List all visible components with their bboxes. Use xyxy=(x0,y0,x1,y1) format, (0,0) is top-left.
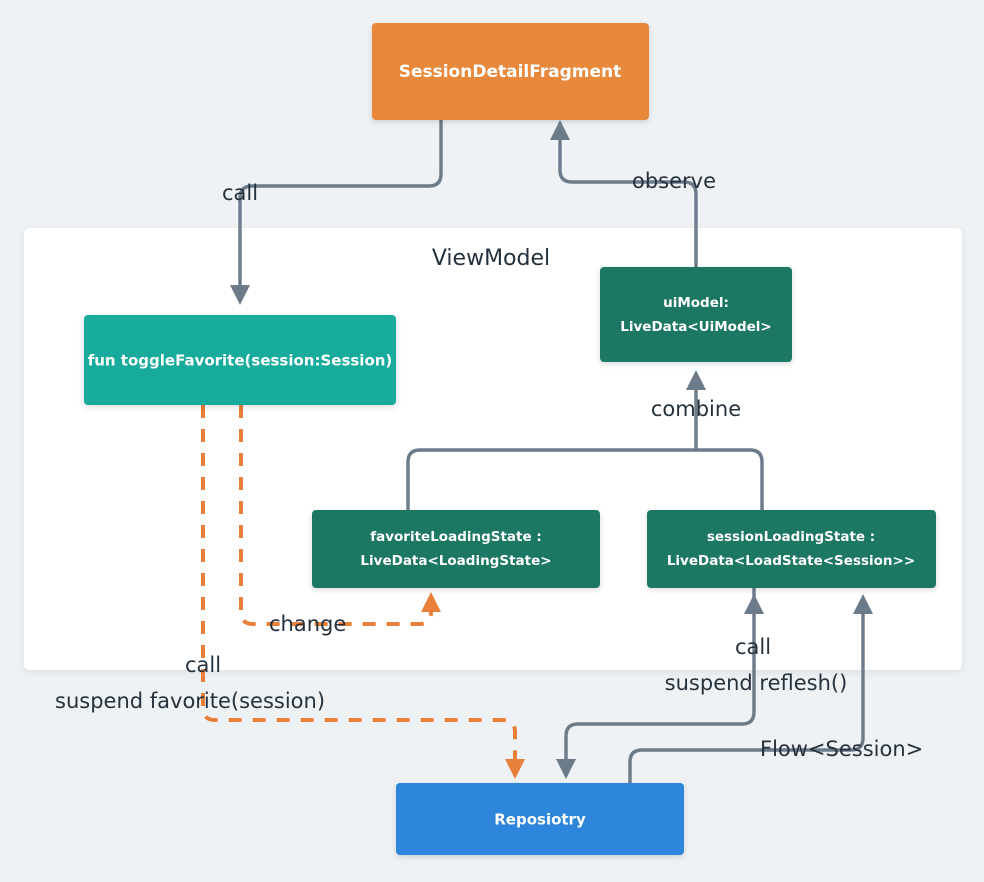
edge-label-call-favorite: call xyxy=(185,653,221,677)
node-ui-model-label-line1: uiModel: xyxy=(663,295,729,311)
node-session-detail-fragment-box[interactable] xyxy=(372,23,649,120)
node-toggle-favorite-box[interactable] xyxy=(84,315,396,405)
edge-call-toggle-favorite-path xyxy=(238,118,443,290)
edge-label-call-toggle: call xyxy=(222,181,258,205)
edge-call-suspend-refresh-path xyxy=(564,586,756,765)
node-ui-model-box[interactable] xyxy=(600,267,792,362)
edge-call-suspend-favorite: call suspend favorite(session) xyxy=(55,405,525,779)
edge-combine-from-session xyxy=(694,448,764,512)
edge-call-toggle-favorite: call xyxy=(222,118,443,305)
node-favorite-loading-state-label-line1: favoriteLoadingState : xyxy=(370,529,542,545)
node-ui-model[interactable]: uiModel: LiveData<UiModel> xyxy=(600,267,792,362)
node-session-detail-fragment[interactable]: SessionDetailFragment xyxy=(372,23,649,120)
edge-combine: combine xyxy=(406,370,764,512)
edge-change-arrowhead xyxy=(421,592,441,612)
node-session-loading-state[interactable]: sessionLoadingState : LiveData<LoadState… xyxy=(647,510,936,588)
edge-call-suspend-favorite-path xyxy=(201,405,517,763)
node-favorite-loading-state[interactable]: favoriteLoadingState : LiveData<LoadingS… xyxy=(312,510,600,588)
edge-change: change xyxy=(239,405,441,636)
edge-call-suspend-refresh-arrowhead-up xyxy=(744,594,764,614)
edge-flow-session-path xyxy=(628,604,865,785)
edge-call-suspend-favorite-arrowhead xyxy=(505,759,525,779)
node-ui-model-label-line2: LiveData<UiModel> xyxy=(620,319,771,335)
node-repository-label: Reposiotry xyxy=(494,811,586,829)
edge-observe-arrowhead xyxy=(550,120,570,140)
edge-label-flow-session: Flow<Session> xyxy=(760,737,923,761)
edge-label-observe: observe xyxy=(632,169,716,193)
node-session-loading-state-label-line1: sessionLoadingState : xyxy=(707,529,875,545)
edge-call-suspend-refresh-arrowhead-down xyxy=(556,759,576,779)
edge-label-combine: combine xyxy=(651,397,741,421)
node-session-loading-state-box[interactable] xyxy=(647,510,936,588)
node-repository[interactable]: Reposiotry xyxy=(396,783,684,855)
node-session-loading-state-label-line2: LiveData<LoadState<Session>> xyxy=(667,553,915,569)
node-favorite-loading-state-box[interactable] xyxy=(312,510,600,588)
node-repository-box[interactable] xyxy=(396,783,684,855)
node-favorite-loading-state-label-line2: LiveData<LoadingState> xyxy=(360,553,551,569)
edge-observe-path xyxy=(558,134,698,269)
edge-label-suspend-refresh: suspend reflesh() xyxy=(665,671,848,695)
edge-combine-arrowhead xyxy=(686,370,706,390)
node-toggle-favorite[interactable]: fun toggleFavorite(session:Session) xyxy=(84,315,396,405)
edge-label-change: change xyxy=(269,612,346,636)
edge-call-suspend-refresh: call suspend reflesh() xyxy=(556,586,848,779)
viewmodel-panel-title: ViewModel xyxy=(432,246,550,271)
edge-label-call-refresh: call xyxy=(735,635,771,659)
edge-observe: observe xyxy=(550,120,716,269)
edge-flow-session: Flow<Session> xyxy=(628,594,923,785)
edge-call-toggle-favorite-arrowhead xyxy=(230,285,250,305)
edge-label-suspend-favorite: suspend favorite(session) xyxy=(55,689,325,713)
edge-flow-session-arrowhead xyxy=(853,594,873,614)
node-session-detail-fragment-label: SessionDetailFragment xyxy=(399,62,622,82)
node-toggle-favorite-label: fun toggleFavorite(session:Session) xyxy=(88,352,393,370)
